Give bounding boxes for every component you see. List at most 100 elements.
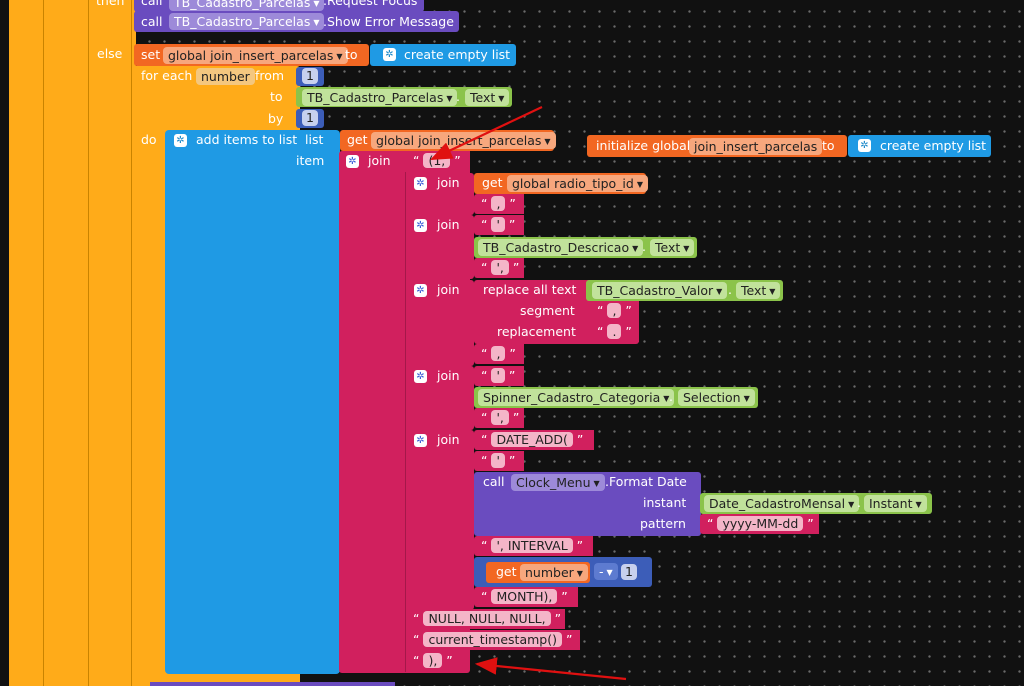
set-global-block[interactable]: set global join_insert_parcelas▼ to xyxy=(134,44,369,66)
number-one-block[interactable]: 1 xyxy=(618,562,644,582)
from-number-block[interactable]: 1 xyxy=(296,67,324,86)
string-value[interactable]: MONTH), xyxy=(491,589,558,604)
number-value[interactable]: 1 xyxy=(621,564,637,580)
string-value[interactable]: current_timestamp() xyxy=(423,632,562,647)
descricao-text-block[interactable]: TB_Cadastro_Descricao▼ . Text▼ xyxy=(474,237,697,258)
gear-icon[interactable]: ✲ xyxy=(858,139,871,152)
gear-icon[interactable]: ✲ xyxy=(414,434,427,447)
create-empty-list-label: create empty list xyxy=(880,138,987,153)
call-request-focus-block[interactable]: call TB_Cadastro_Parcelas▼ .Request Focu… xyxy=(134,0,424,12)
component-selector[interactable]: TB_Cadastro_Parcelas▼ xyxy=(302,89,458,106)
property-selector[interactable]: Text▼ xyxy=(465,89,510,106)
get-radio-tipo-block[interactable]: get global radio_tipo_id▼ xyxy=(474,173,648,194)
component-selector[interactable]: TB_Cadastro_Parcelas▼ xyxy=(169,0,325,11)
operator-selector[interactable]: -▼ xyxy=(594,563,618,580)
string-value[interactable]: (1, xyxy=(423,153,451,168)
get-keyword: get xyxy=(496,564,517,579)
gear-icon[interactable]: ✲ xyxy=(174,134,187,147)
spinner-selection-block[interactable]: Spinner_Cadastro_Categoria▼ . Selection▼ xyxy=(474,387,758,408)
text-string-block[interactable]: “ current_timestamp() ” xyxy=(406,630,580,650)
variable-selector[interactable]: global join_insert_parcelas▼ xyxy=(371,132,556,149)
join-label: join xyxy=(437,368,460,383)
component-selector[interactable]: TB_Cadastro_Valor▼ xyxy=(592,282,728,299)
gear-icon[interactable]: ✲ xyxy=(414,370,427,383)
property-selector[interactable]: Instant▼ xyxy=(864,495,927,512)
string-value[interactable]: ' xyxy=(491,453,505,468)
from-number-value[interactable]: 1 xyxy=(302,68,318,84)
text-string-block[interactable]: “ . ” xyxy=(590,322,639,342)
join-e-block[interactable] xyxy=(406,430,474,610)
text-string-block[interactable]: “ ), ” xyxy=(406,651,462,671)
string-value[interactable]: , xyxy=(607,303,622,318)
string-value[interactable]: . xyxy=(607,324,622,339)
property-selector[interactable]: Text▼ xyxy=(650,239,695,256)
variable-selector[interactable]: global join_insert_parcelas▼ xyxy=(163,47,348,64)
loop-variable-field[interactable]: number xyxy=(196,68,255,85)
gear-icon[interactable]: ✲ xyxy=(383,48,396,61)
gear-icon[interactable]: ✲ xyxy=(414,284,427,297)
text-string-block[interactable]: “ , ” xyxy=(590,301,639,321)
initialize-global-block[interactable]: initialize global join_insert_parcelas t… xyxy=(587,135,847,157)
get-global-list-block[interactable]: get global join_insert_parcelas▼ xyxy=(340,130,556,151)
gear-icon[interactable]: ✲ xyxy=(414,177,427,190)
variable-name-field[interactable]: join_insert_parcelas xyxy=(689,138,823,155)
text-string-block[interactable]: “ ', INTERVAL ” xyxy=(474,536,593,556)
string-value[interactable]: ', xyxy=(491,260,509,275)
variable-selector[interactable]: number▼ xyxy=(520,564,588,581)
component-selector[interactable]: TB_Cadastro_Descricao▼ xyxy=(478,239,644,256)
get-keyword: get xyxy=(482,175,503,190)
add-items-to-list-block[interactable] xyxy=(165,130,340,674)
string-value[interactable]: , xyxy=(491,346,506,361)
component-selector[interactable]: Clock_Menu▼ xyxy=(511,474,605,491)
to-keyword: to xyxy=(345,47,358,62)
text-string-block[interactable]: “ ' ” xyxy=(474,215,524,235)
variable-selector[interactable]: global radio_tipo_id▼ xyxy=(507,175,648,192)
gear-icon[interactable]: ✲ xyxy=(346,155,359,168)
property-selector[interactable]: Selection▼ xyxy=(678,389,755,406)
component-selector[interactable]: Date_CadastroMensal▼ xyxy=(704,495,860,512)
string-value[interactable]: DATE_ADD( xyxy=(491,432,573,447)
to-component-text-block[interactable]: TB_Cadastro_Parcelas▼ . Text▼ xyxy=(296,87,512,107)
by-number-value[interactable]: 1 xyxy=(302,110,318,126)
chevron-down-icon: ▼ xyxy=(606,568,613,577)
clock-format-date-block[interactable]: call Clock_Menu▼ .Format Date instant pa… xyxy=(474,472,701,536)
text-string-block[interactable]: “ NULL, NULL, NULL, ” xyxy=(406,609,565,629)
string-value[interactable]: ' xyxy=(491,217,505,232)
text-string-block[interactable]: “ (1, ” xyxy=(406,151,470,171)
dot-separator: . xyxy=(728,282,732,297)
subtract-block[interactable]: get number▼ -▼ 1 xyxy=(474,557,652,587)
text-string-block[interactable]: “ ', ” xyxy=(474,408,524,428)
string-value[interactable]: ' xyxy=(491,368,505,383)
text-string-block[interactable]: “ MONTH), ” xyxy=(474,587,578,607)
text-string-block[interactable]: “ DATE_ADD( ” xyxy=(474,430,594,450)
get-number-block[interactable]: get number▼ xyxy=(486,562,590,583)
text-string-block[interactable]: “ yyyy-MM-dd ” xyxy=(700,514,819,534)
property-selector[interactable]: Text▼ xyxy=(736,282,781,299)
dot-separator: . xyxy=(857,495,861,510)
then-label: then xyxy=(96,0,125,8)
text-string-block[interactable]: “ ' ” xyxy=(474,451,524,471)
text-string-block[interactable]: “ ', ” xyxy=(474,258,524,278)
text-string-block[interactable]: “ , ” xyxy=(474,344,524,364)
date-instant-block[interactable]: Date_CadastroMensal▼ . Instant▼ xyxy=(700,493,932,514)
string-value[interactable]: ', xyxy=(491,410,509,425)
call-show-error-block[interactable]: call TB_Cadastro_Parcelas▼ .Show Error M… xyxy=(134,11,459,32)
component-selector[interactable]: TB_Cadastro_Parcelas▼ xyxy=(169,13,325,30)
valor-text-block[interactable]: TB_Cadastro_Valor▼ . Text▼ xyxy=(586,280,783,301)
text-string-block[interactable]: “ ' ” xyxy=(474,366,524,386)
gear-icon[interactable]: ✲ xyxy=(414,219,427,232)
create-empty-list-block[interactable]: ✲ create empty list xyxy=(370,44,516,66)
control-block-outer[interactable] xyxy=(9,0,136,686)
join-label: join xyxy=(437,282,460,297)
init-create-empty-list-block[interactable]: ✲ create empty list xyxy=(848,135,991,157)
string-value[interactable]: ), xyxy=(423,653,443,668)
string-value[interactable]: ', INTERVAL xyxy=(491,538,573,553)
string-value[interactable]: , xyxy=(491,196,506,211)
chevron-down-icon: ▼ xyxy=(593,479,600,488)
string-value[interactable]: yyyy-MM-dd xyxy=(717,516,804,531)
by-number-block[interactable]: 1 xyxy=(296,109,324,128)
text-string-block[interactable]: “ , ” xyxy=(474,194,524,214)
string-value[interactable]: NULL, NULL, NULL, xyxy=(423,611,551,626)
component-selector[interactable]: Spinner_Cadastro_Categoria▼ xyxy=(478,389,675,406)
chevron-down-icon: ▼ xyxy=(498,94,505,103)
